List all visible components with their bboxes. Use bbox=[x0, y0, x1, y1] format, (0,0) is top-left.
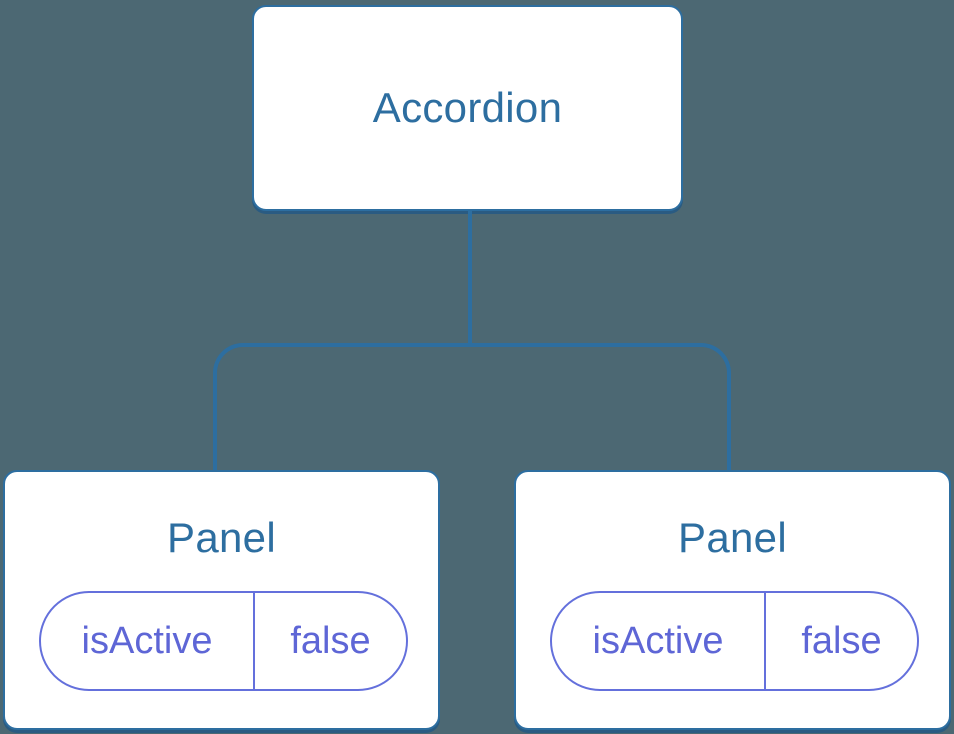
node-panel-1: Panel isActive false bbox=[3, 470, 440, 730]
state-value-1: false bbox=[290, 619, 371, 662]
node-panel-1-label: Panel bbox=[167, 514, 276, 561]
state-name-1: isActive bbox=[41, 593, 255, 689]
connector-stem bbox=[468, 209, 472, 347]
state-pill-1: isActive false bbox=[39, 591, 408, 691]
connector-bracket bbox=[213, 343, 731, 470]
node-panel-2: Panel isActive false bbox=[514, 470, 951, 730]
node-panel-2-label: Panel bbox=[678, 514, 787, 561]
node-accordion: Accordion bbox=[252, 5, 683, 211]
state-pill-2: isActive false bbox=[550, 591, 919, 691]
state-value-2: false bbox=[801, 619, 882, 662]
state-name-2: isActive bbox=[552, 593, 766, 689]
node-accordion-label: Accordion bbox=[372, 84, 563, 131]
